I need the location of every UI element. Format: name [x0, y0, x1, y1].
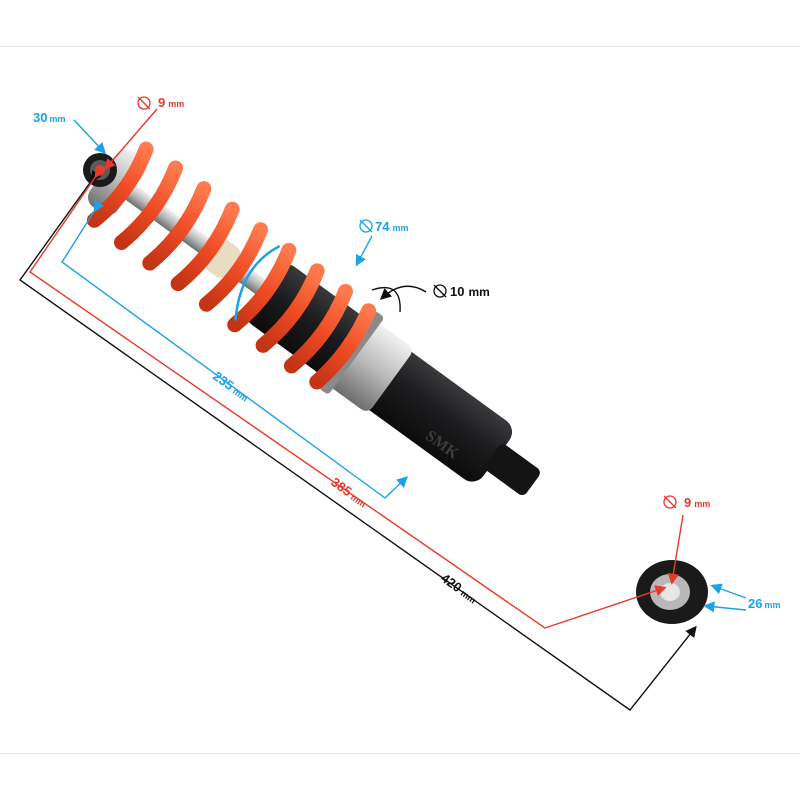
diameter-icon	[359, 219, 373, 233]
diameter-icon	[433, 284, 447, 298]
overall-length-label: 420mm	[438, 570, 480, 606]
wire-diameter-arc	[371, 286, 401, 313]
top-eye-mount	[83, 153, 117, 187]
wire-diameter-leader	[379, 285, 427, 300]
spring-length-line	[61, 199, 409, 499]
shock-absorber: SMK	[86, 141, 540, 496]
bottom-eye-width-leader-bottom	[703, 601, 747, 613]
spring-length-label: 235mm	[210, 368, 252, 404]
svg-text:9mm: 9mm	[158, 95, 184, 110]
top-eye-width-leader	[73, 119, 106, 155]
diameter-icon	[137, 96, 151, 110]
overall-length-line	[19, 169, 697, 711]
bottom-bore-leader	[667, 514, 684, 585]
svg-text:9mm: 9mm	[684, 495, 710, 510]
bottom-eye-width-leader-top	[710, 583, 747, 599]
top-bore-leader	[104, 108, 158, 171]
eye-to-eye-label: 385mm	[328, 474, 370, 510]
diameter-icon	[663, 495, 677, 509]
spring-diameter-leader	[355, 235, 373, 267]
bottom-eye-mount	[636, 560, 708, 624]
image-frame	[0, 46, 800, 754]
